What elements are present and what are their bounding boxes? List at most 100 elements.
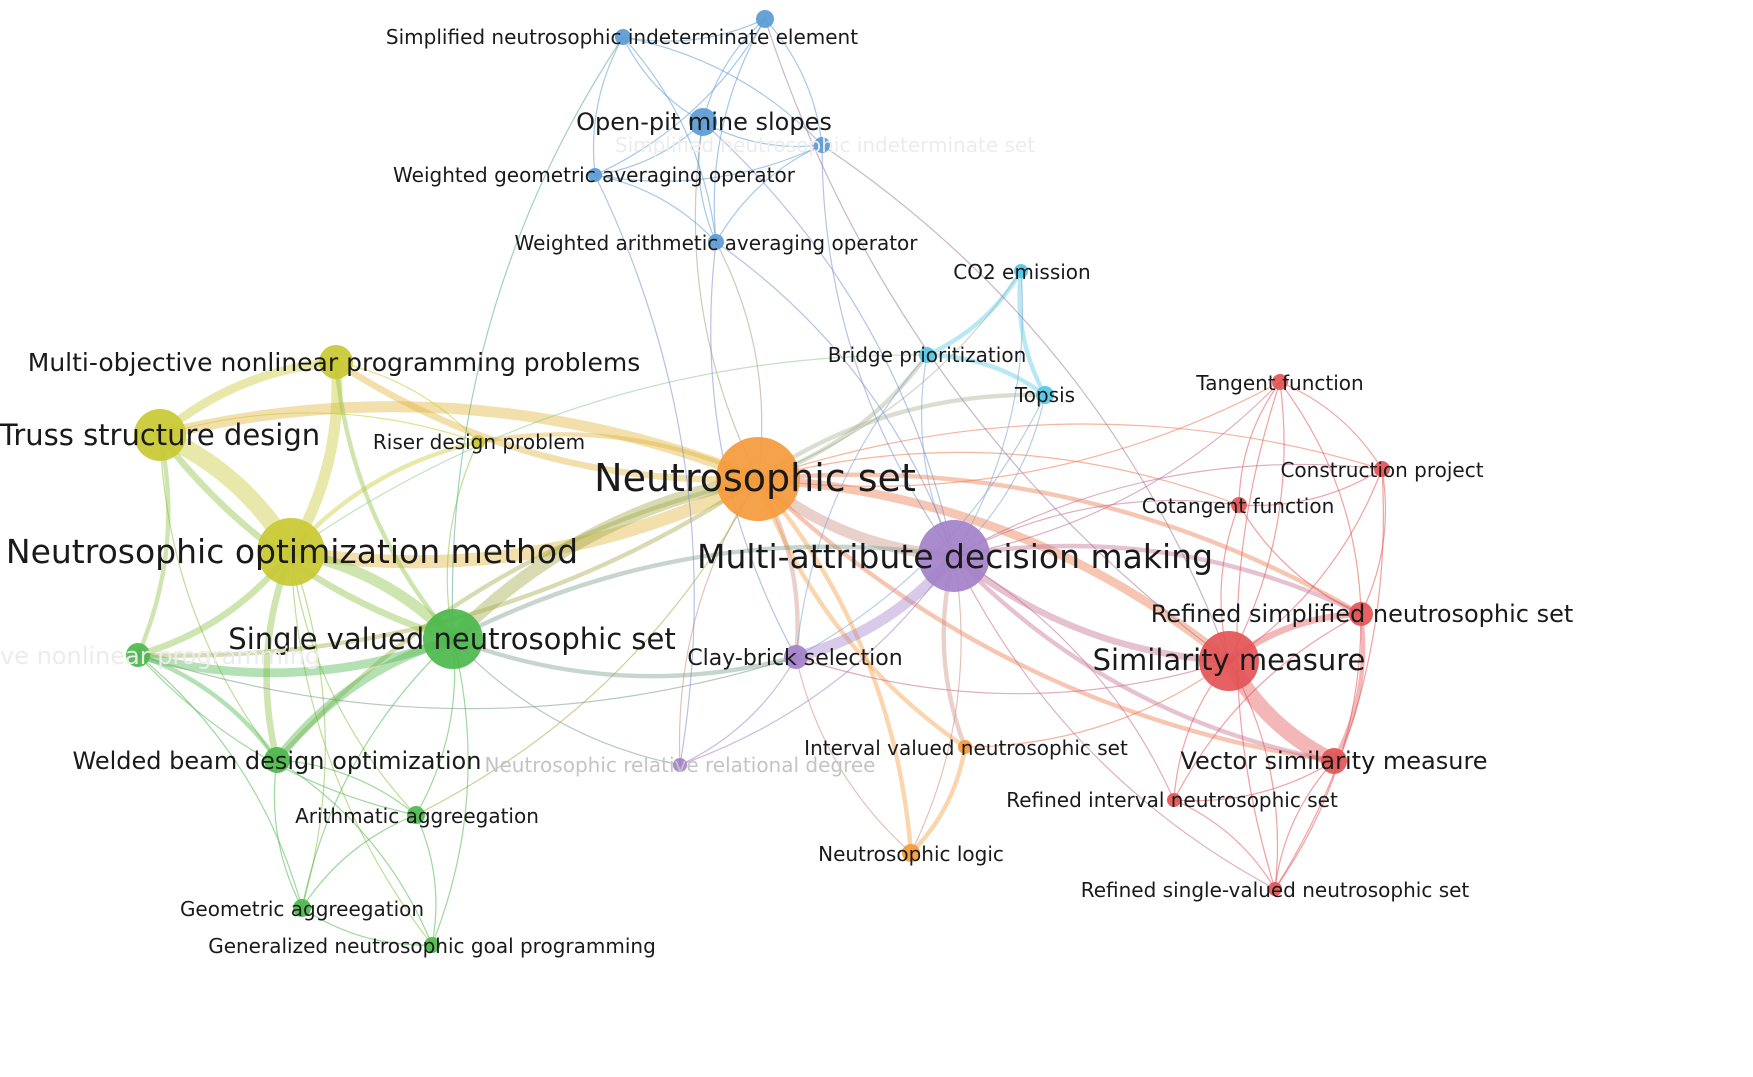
link-weighted-geometric-averaging-operator--top-blue-node [594, 18, 766, 176]
link-neutrosophic-set--vector-similarity-measure [755, 476, 1337, 764]
link-multi-attribute-decision-making--refined-single-valued-neutrosophic-set [953, 555, 1276, 890]
node-neutrosophic-optimization-method[interactable] [257, 518, 325, 586]
link-simplified-neutrosophic-indeterminate-element--weighted-arithmetic-averaging-operator [622, 36, 717, 243]
link-refined-simplified-neutrosophic-set--refined-interval-neutrosophic-set [1173, 613, 1362, 801]
link-neutrosophic-set--construction-project [757, 423, 1383, 480]
node-generalized-neutrosophic-goal-programming[interactable] [424, 937, 440, 953]
node-neutrosophic-relative-relational-degree[interactable] [673, 758, 687, 772]
node-riser-design-problem[interactable] [471, 435, 485, 449]
link-single-valued-neutrosophic-set--multi-objective-nonlinear-programming [133, 634, 458, 678]
node-construction-project[interactable] [1374, 461, 1390, 477]
link-truss-structure-design--welded-beam-design-optimization [159, 434, 278, 761]
link-neutrosophic-set--welded-beam-design-optimization [274, 476, 761, 763]
node-multi-objective-nonlinear-programming[interactable] [126, 643, 150, 667]
node-truss-structure-design[interactable] [134, 409, 186, 461]
link-single-valued-neutrosophic-set--neutrosophic-relative-relational-degree [452, 638, 681, 766]
node-neutrosophic-logic[interactable] [902, 844, 920, 862]
link-simplified-neutrosophic-indeterminate-set--top-blue-node [764, 18, 823, 146]
label-similarity-measure: Similarity measure [1093, 643, 1366, 677]
label-cotangent-function: Cotangent function [1142, 494, 1335, 518]
link-single-valued-neutrosophic-set--multi-attribute-decision-making [450, 544, 957, 642]
label-neutrosophic-relative-relational-degree: Neutrosophic relative relational degree [484, 753, 875, 777]
link-multi-attribute-decision-making--refined-simplified-neutrosophic-set [951, 543, 1364, 617]
link-multi-attribute-decision-making--co2-emission [953, 270, 1024, 557]
node-welded-beam-design-optimization[interactable] [264, 747, 290, 773]
link-vector-similarity-measure--refined-interval-neutrosophic-set [1173, 760, 1335, 802]
node-clay-brick-selection[interactable] [784, 645, 808, 669]
label-multi-attribute-decision-making: Multi-attribute decision making [697, 537, 1213, 576]
link-multi-attribute-decision-making--tangent-function [953, 381, 1281, 557]
label-geometric-aggreegation: Geometric aggreegation [180, 897, 424, 921]
node-refined-interval-neutrosophic-set[interactable] [1167, 793, 1181, 807]
node-co2-emission[interactable] [1014, 264, 1028, 278]
label-welded-beam-design-optimization: Welded beam design optimization [73, 747, 482, 775]
link-multi-attribute-decision-making--refined-interval-neutrosophic-set [953, 555, 1175, 801]
node-refined-simplified-neutrosophic-set[interactable] [1349, 602, 1373, 626]
link-simplified-neutrosophic-indeterminate-element--single-valued-neutrosophic-set [451, 36, 624, 640]
label-refined-simplified-neutrosophic-set: Refined simplified neutrosophic set [1151, 600, 1574, 628]
node-bridge-prioritization[interactable] [919, 347, 935, 363]
link-multi-objective-nonlinear-programming-problems--riser-design-problem [335, 361, 479, 443]
link-refined-simplified-neutrosophic-set--vector-similarity-measure [1331, 611, 1366, 764]
link-bridge-prioritization--topsis [924, 352, 1048, 398]
link-single-valued-neutrosophic-set--clay-brick-selection [450, 636, 799, 679]
node-multi-attribute-decision-making[interactable] [918, 520, 990, 592]
link-neutrosophic-optimization-method--arithmatic-aggreegation [290, 551, 417, 816]
link-refined-simplified-neutrosophic-set--tangent-function [1279, 381, 1362, 615]
link-neutrosophic-set--truss-structure-design [154, 401, 764, 485]
link-co2-emission--topsis [1017, 268, 1048, 398]
node-simplified-neutrosophic-indeterminate-set[interactable] [814, 137, 830, 153]
link-multi-objective-nonlinear-programming--welded-beam-design-optimization [135, 652, 280, 763]
link-multi-attribute-decision-making--vector-similarity-measure [951, 553, 1337, 764]
node-neutrosophic-set[interactable] [716, 437, 800, 521]
link-neutrosophic-set--open-pit-mine-slopes [694, 121, 759, 480]
link-clay-brick-selection--similarity-measure [795, 656, 1230, 695]
link-weighted-arithmetic-averaging-operator--top-blue-node [713, 18, 766, 243]
link-neutrosophic-set--refined-simplified-neutrosophic-set [755, 472, 1364, 617]
label-weighted-geometric-averaging-operator: Weighted geometric averaging operator [393, 163, 796, 187]
node-tangent-function[interactable] [1272, 374, 1288, 390]
link-multi-objective-nonlinear-programming-problems--single-valued-neutrosophic-set [333, 359, 456, 642]
link-clay-brick-selection--neutrosophic-relative-relational-degree [679, 656, 797, 766]
label-arithmatic-aggreegation: Arithmatic aggreegation [295, 804, 539, 828]
node-geometric-aggreegation[interactable] [293, 899, 311, 917]
label-refined-interval-neutrosophic-set: Refined interval neutrosophic set [1006, 788, 1338, 812]
node-top-blue-node[interactable] [756, 10, 774, 28]
link-neutrosophic-optimization-method--generalized-neutrosophic-goal-programming [290, 551, 433, 946]
node-similarity-measure[interactable] [1199, 631, 1259, 691]
link-neutrosophic-set--neutrosophic-logic [755, 476, 914, 856]
node-multi-objective-nonlinear-programming-problems[interactable] [319, 345, 353, 379]
label-construction-project: Construction project [1280, 458, 1483, 482]
link-weighted-geometric-averaging-operator--weighted-arithmetic-averaging-operator [594, 174, 717, 243]
node-weighted-geometric-averaging-operator[interactable] [588, 168, 602, 182]
link-cotangent-function--construction-project [1238, 468, 1383, 507]
node-interval-valued-neutrosophic-set[interactable] [958, 740, 972, 754]
link-welded-beam-design-optimization--generalized-neutrosophic-goal-programming [276, 759, 433, 946]
link-bridge-prioritization--neutrosophic-optimization-method [290, 354, 928, 553]
node-single-valued-neutrosophic-set[interactable] [423, 609, 483, 669]
link-simplified-neutrosophic-indeterminate-element--weighted-geometric-averaging-operator [592, 36, 624, 176]
label-co2-emission: CO2 emission [953, 260, 1090, 284]
link-welded-beam-design-optimization--arithmatic-aggreegation [276, 759, 417, 816]
node-arithmatic-aggreegation[interactable] [407, 806, 425, 824]
node-topsis[interactable] [1036, 386, 1054, 404]
link-multi-attribute-decision-making--simplified-neutrosophic-indeterminate-set [821, 144, 955, 557]
node-vector-similarity-measure[interactable] [1321, 748, 1347, 774]
link-multi-objective-nonlinear-programming--geometric-aggreegation [137, 654, 303, 909]
link-refined-simplified-neutrosophic-set--cotangent-function [1238, 504, 1362, 615]
node-open-pit-mine-slopes[interactable] [689, 108, 717, 136]
label-topsis: Topsis [1014, 383, 1075, 407]
node-weighted-arithmetic-averaging-operator[interactable] [708, 234, 724, 250]
link-neutrosophic-set--tangent-function [757, 381, 1281, 487]
node-cotangent-function[interactable] [1231, 497, 1247, 513]
link-multi-objective-nonlinear-programming--clay-brick-selection [137, 654, 797, 710]
node-refined-single-valued-neutrosophic-set[interactable] [1268, 882, 1282, 896]
label-bridge-prioritization: Bridge prioritization [828, 343, 1027, 367]
node-simplified-neutrosophic-indeterminate-element[interactable] [615, 29, 631, 45]
label-single-valued-neutrosophic-set: Single valued neutrosophic set [228, 622, 675, 656]
label-neutrosophic-set: Neutrosophic set [594, 456, 916, 500]
link-multi-attribute-decision-making--construction-project [953, 463, 1383, 557]
link-multi-attribute-decision-making--neutrosophic-logic [910, 555, 962, 854]
link-arithmatic-aggreegation--generalized-neutrosophic-goal-programming [415, 814, 437, 946]
